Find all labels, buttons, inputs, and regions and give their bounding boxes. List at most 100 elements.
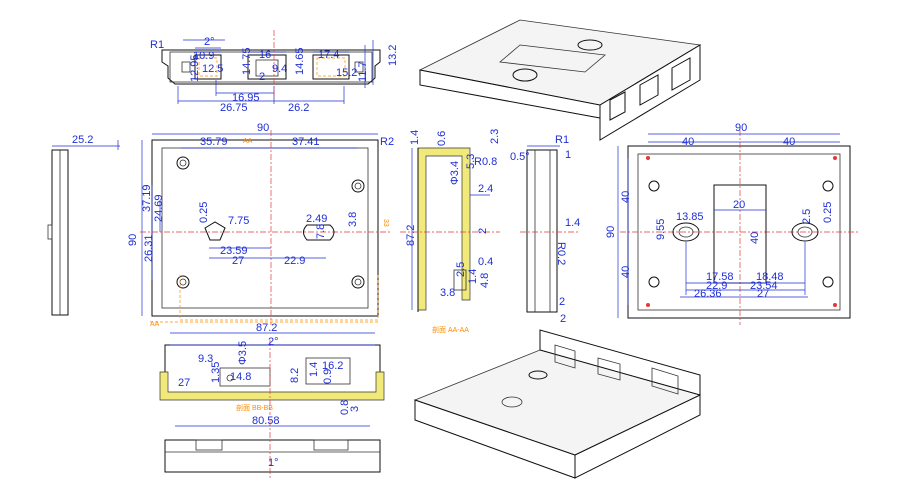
dim-14-75: 14.75 [241,47,253,75]
dim-16: 16 [259,49,271,61]
rs-dim-2-b: 2 [560,313,566,325]
bb-dim-0-9: 0.9 [322,369,334,384]
sec-dim-0-6: 0.6 [436,131,448,146]
bv-dim-width-90: 90 [735,122,747,134]
bv-dim-13-85: 13.85 [676,211,704,223]
rs-dim-2: 2 [559,296,565,308]
opening-right [312,54,350,80]
sec-dim-5-3: 5.3 [465,154,477,169]
bv-dim-height-90: 90 [605,226,617,238]
sec-dim-2-4: 2.4 [478,183,493,195]
dim-11-7: 11.7 [357,61,369,82]
bv-dim-40-right: 40 [783,136,795,148]
aa-label-bottom: AA [150,321,160,328]
dim-37-19: 37.19 [141,184,153,212]
dim-23-59: 23.59 [220,245,248,257]
back-view: 90 40 40 90 40 40 20 40 13.85 9.55 0.25 … [605,122,860,325]
dim-side-depth: 25.2 [72,134,93,146]
sec-dim-87-2: 87.2 [405,225,417,246]
bv-dim-40-bottom: 40 [620,266,632,278]
bottom-view: 80.58 1° [164,415,381,480]
front-view: 90 35.79 37.41 R2 90 37.19 24.69 26.31 0… [127,122,394,328]
dim-12-5: 12.5 [202,63,223,75]
dim-height-90: 90 [127,234,139,246]
opening-left [194,54,222,80]
dim-26-75: 26.75 [220,102,248,114]
bv-dim-22-9: 22.9 [706,280,727,292]
dim-radius: R1 [150,39,164,51]
bv-dim-40-left: 40 [682,136,694,148]
section-ref: 33 [382,219,389,227]
sec-dim-2-5: 2.5 [455,262,467,277]
section-view-aa: 1.4 0.6 R0.8 Φ3.4 2.4 5.3 87.2 2 0.4 2.5… [400,130,500,334]
dim-2-49: 2.49 [306,213,327,225]
sec-dim-3-8: 3.8 [440,287,455,299]
bv-dim-27: 27 [757,288,769,300]
sec-dim-r0-8: R0.8 [474,156,497,168]
dim-0-25: 0.25 [198,202,210,223]
dim-14-65: 14.65 [294,47,306,75]
opening-middle [247,54,287,80]
rs-dim-r0-2: R0.2 [555,242,567,265]
dim-26-2: 26.2 [288,102,309,114]
bv-dim-0-25: 0.25 [822,202,834,223]
dim-15-2: 15.2 [336,67,357,79]
bb-dim-27: 27 [178,377,190,389]
bb-dim-phi-3-5: Φ3.5 [237,341,249,365]
dim-width-90: 90 [257,122,269,134]
dim-24-69: 24.69 [153,194,165,222]
dim-9-4: 9.4 [272,63,287,75]
dim-26-31: 26.31 [143,234,155,262]
bv2-dim-80-58: 80.58 [252,415,280,427]
bv-dim-23-54: 23.54 [750,280,778,292]
dim-16-95: 16.95 [232,92,260,104]
dim-22-9: 22.9 [284,255,305,267]
rs-dim-1-4: 1.4 [565,217,580,229]
iso-view-top [418,19,702,141]
bv-dim-9-55: 9.55 [655,219,667,240]
dim-37-41: 37.41 [292,136,320,148]
sec-dim-2: 2 [477,228,489,234]
right-section-view: 2.3 0.5° R1 1 1.4 R0.2 2 2 [489,129,580,325]
rs-dim-r1: R1 [555,134,569,146]
bv-dim-18-48: 18.48 [756,271,784,283]
dim-12-95: 12.95 [189,54,201,82]
dim-17-4: 17.4 [318,49,339,61]
dim-3-8: 3.8 [347,212,359,227]
bb-dim-14-8: 14.8 [230,371,251,383]
rs-dim-0-5-deg: 0.5° [510,151,530,163]
rs-dim-1: 1 [565,149,571,161]
bb-dim-1-35: 1.35 [210,362,222,383]
dim-r2: R2 [380,136,394,148]
bb-dim-1-4: 1.4 [308,362,320,377]
dim-7-8: 7.8 [315,224,327,239]
bb-dim-2-deg: 2° [268,336,279,348]
dim-13-2: 13.2 [387,45,399,66]
bv-dim-2-5: 2.5 [801,209,813,224]
sec-dim-0-4: 0.4 [478,256,493,268]
sec-dim-4-8: 4.8 [479,273,491,288]
section-label-bb: 剖面 BB-BB [236,403,273,412]
bv-dim-20: 20 [733,199,745,211]
section-label-aa: 剖面 AA-AA [432,325,469,334]
section-view-bb: 87.2 2° 9.3 Φ3.5 16.2 27 1.35 14.8 8.2 1… [159,322,385,415]
bv2-dim-1-deg: 1° [268,457,279,469]
bv-dim-40-top: 40 [620,191,632,203]
dim-27: 27 [232,255,244,267]
sec-dim-1-4: 1.4 [409,130,421,145]
bb-dim-9-3: 9.3 [198,353,213,365]
iso-view-bottom [413,329,702,479]
bb-dim-0-8: 0.8 [339,400,351,415]
bb-dim-87-2: 87.2 [256,322,277,334]
bv-dim-26-36: 26.36 [694,288,722,300]
side-view-left: 25.2 [47,134,120,316]
sec-dim-1-4-b: 1.4 [467,269,479,284]
dim-7-75: 7.75 [228,215,249,227]
dim-10-9: 10.9 [193,50,214,62]
bb-dim-3: 3 [349,406,361,412]
bv-dim-17-58: 17.58 [706,271,734,283]
dim-35-79: 35.79 [200,136,228,148]
bb-dim-8-2: 8.2 [289,368,301,383]
top-view: 2° R1 10.9 16 17.4 12.5 9.4 15.2 13.2 12… [150,30,399,114]
